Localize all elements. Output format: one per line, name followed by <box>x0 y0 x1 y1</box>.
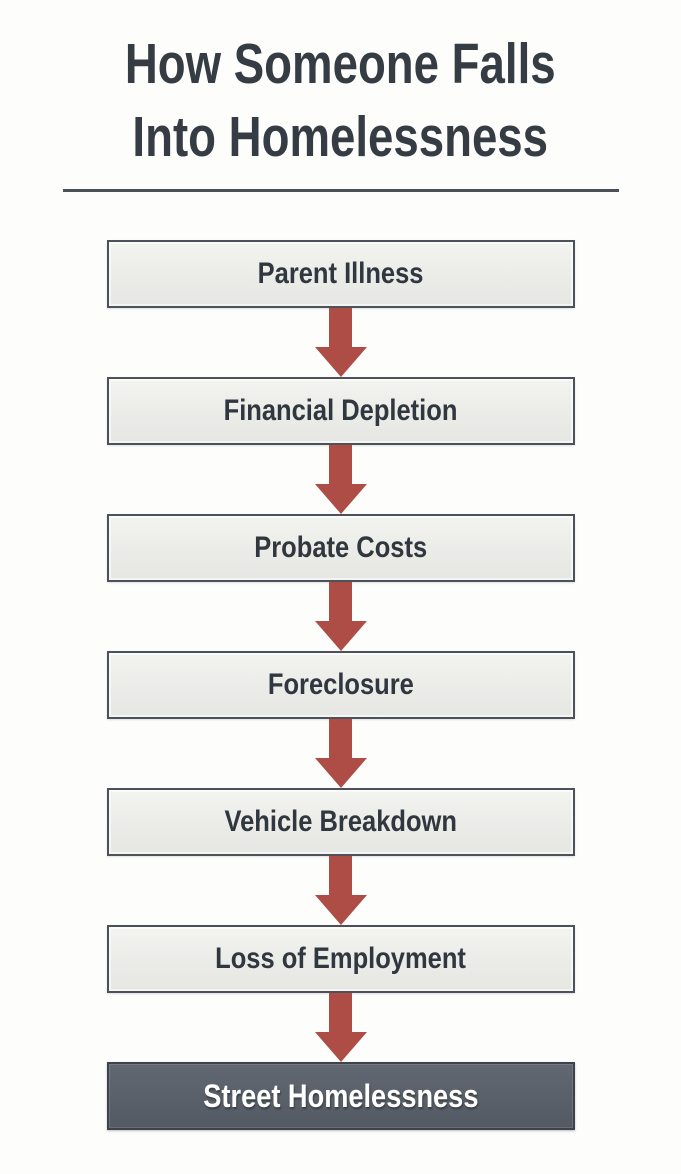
step-label: Loss of Employment <box>215 942 466 975</box>
flow-step-parent-illness: Parent Illness <box>106 240 575 308</box>
arrow-head <box>314 484 367 514</box>
flow-step-foreclosure: Foreclosure <box>106 651 575 719</box>
down-arrow-icon <box>314 993 367 1062</box>
step-label: Foreclosure <box>267 668 414 701</box>
page-title: How Someone Falls Into Homelessness <box>0 0 681 174</box>
step-label: Street Homelessness <box>202 1077 479 1114</box>
title-line-1: How Someone Falls <box>125 32 556 96</box>
arrow-head <box>314 895 367 925</box>
arrow-shaft <box>329 856 352 895</box>
arrow-head <box>314 621 367 651</box>
flowchart: Parent Illness Financial Depletion Proba… <box>0 240 681 1130</box>
arrow-shaft <box>329 993 352 1032</box>
step-label: Parent Illness <box>257 257 424 290</box>
down-arrow-icon <box>314 445 367 514</box>
down-arrow-icon <box>314 308 367 377</box>
arrow-head <box>314 1032 367 1062</box>
arrow-shaft <box>329 719 352 758</box>
flow-step-vehicle-breakdown: Vehicle Breakdown <box>106 788 575 856</box>
flow-step-loss-of-employment: Loss of Employment <box>106 925 575 993</box>
step-label: Financial Depletion <box>223 394 458 427</box>
down-arrow-icon <box>314 856 367 925</box>
arrow-head <box>314 758 367 788</box>
arrow-shaft <box>329 582 352 621</box>
flow-step-probate-costs: Probate Costs <box>106 514 575 582</box>
step-label: Vehicle Breakdown <box>224 805 457 838</box>
step-label: Probate Costs <box>254 531 427 564</box>
down-arrow-icon <box>314 582 367 651</box>
arrow-shaft <box>329 308 352 347</box>
flow-step-street-homelessness: Street Homelessness <box>106 1062 575 1130</box>
arrow-shaft <box>329 445 352 484</box>
flow-step-financial-depletion: Financial Depletion <box>106 377 575 445</box>
title-line-2: Into Homelessness <box>132 105 549 169</box>
down-arrow-icon <box>314 719 367 788</box>
title-divider <box>62 189 619 192</box>
arrow-head <box>314 347 367 377</box>
